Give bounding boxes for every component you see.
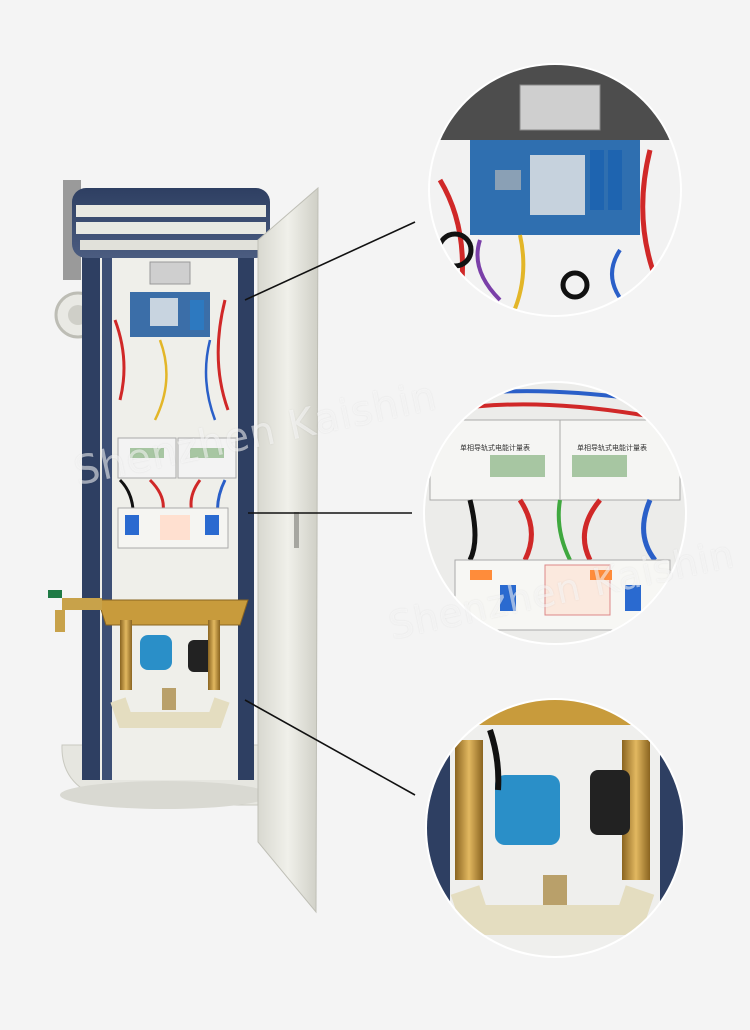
frame-pillar-inner-left	[102, 255, 112, 780]
meter-label-right: 单相导轨式电能计量表	[577, 443, 647, 452]
pvc-pipe-zoom	[450, 885, 655, 935]
pvc-pipe	[110, 697, 230, 728]
relay-bracket	[149, 261, 191, 285]
door-handle[interactable]	[294, 512, 299, 548]
cabinet-base-rim	[60, 781, 270, 809]
meter-label-left: 单相导轨式电能计量表	[460, 443, 530, 452]
solenoid-valve-black-zoom	[590, 770, 630, 835]
cabinet-door[interactable]	[257, 186, 319, 914]
water-tap	[48, 590, 102, 632]
callout-line-3	[244, 699, 416, 796]
zoom-meters-breakers: 单相导轨式电能计量表 单相导轨式电能计量表	[423, 381, 687, 645]
callout-line-1	[244, 221, 416, 301]
zoom-valves	[425, 698, 685, 958]
charging-pile-cabinet	[48, 180, 319, 914]
frame-pillar-left	[82, 255, 100, 780]
solenoid-valve-blue-zoom	[495, 775, 560, 845]
relay-bracket-zoom	[519, 84, 601, 131]
solenoid-valve-left	[140, 635, 172, 670]
frame-pillar-right	[238, 255, 254, 780]
brass-tray	[97, 599, 249, 626]
brass-pipe-left-zoom	[455, 740, 483, 880]
zoom-control-board	[428, 63, 682, 317]
